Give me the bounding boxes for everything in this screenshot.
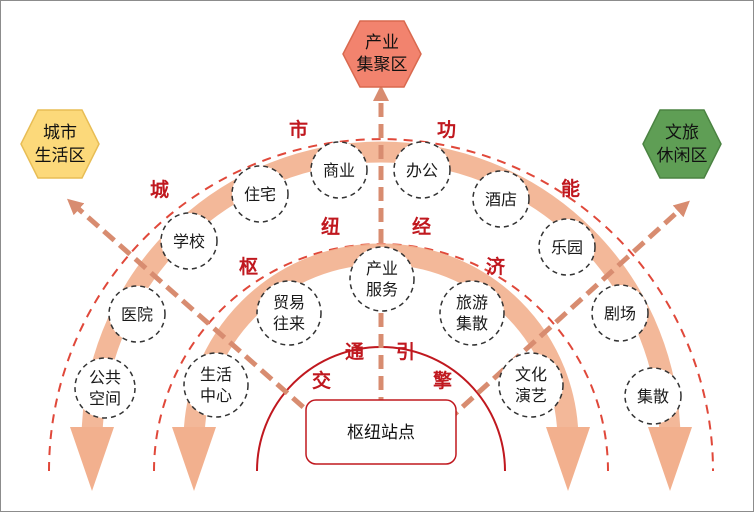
svg-text:旅游: 旅游 — [456, 293, 488, 312]
ring-label-transport-engine: 交 通 引 擎 — [312, 341, 452, 392]
hub-station: 枢纽站点 — [305, 399, 457, 465]
outer-node-theater: 剧场 — [591, 284, 649, 342]
ring-label-char: 济 — [486, 255, 506, 278]
outer-node-public-space: 公共 空间 — [74, 357, 136, 419]
ring-label-char: 经 — [412, 215, 431, 238]
zone-tourism-line2: 休闲区 — [657, 146, 708, 166]
ring-label-char: 城 — [150, 178, 169, 201]
zone-industry-line1: 产业 — [365, 33, 399, 53]
outer-dashed-arc — [48, 138, 714, 472]
middle-node-tourism-distribution: 旅游 集散 — [439, 280, 505, 346]
middle-node-trade: 贸易 往来 — [256, 280, 322, 346]
outer-band-left-arrowhead — [70, 427, 114, 491]
outer-node-commerce: 商业 — [310, 141, 368, 199]
outer-node-school: 学校 — [160, 212, 218, 270]
zone-tourism-line1: 文旅 — [665, 123, 699, 143]
arrow-to-tourism — [445, 200, 690, 423]
ring-label-char: 纽 — [321, 215, 340, 238]
middle-node-industry-service: 产业 服务 — [349, 246, 415, 312]
zone-tourism: 文旅 休闲区 — [642, 109, 722, 179]
outer-node-park: 乐园 — [538, 218, 596, 276]
ring-label-char: 功 — [437, 119, 456, 141]
ring-label-char: 枢 — [239, 256, 258, 278]
middle-node-life-center: 生活 中心 — [183, 352, 249, 418]
zone-industry: 产业 集聚区 — [342, 20, 422, 88]
svg-text:生活: 生活 — [200, 365, 232, 384]
ring-label-hub-economy: 枢 纽 经 济 — [239, 215, 506, 278]
svg-text:集散: 集散 — [637, 387, 669, 406]
hub-station-label: 枢纽站点 — [347, 423, 415, 443]
svg-text:住宅: 住宅 — [244, 185, 276, 204]
svg-text:中心: 中心 — [200, 386, 232, 405]
ring-label-char: 交 — [312, 369, 331, 392]
outer-node-distribution: 集散 — [624, 367, 682, 425]
svg-text:学校: 学校 — [173, 232, 205, 251]
zone-city-line1: 城市 — [43, 123, 77, 143]
outer-node-hospital: 医院 — [108, 285, 166, 343]
ring-label-char: 通 — [345, 341, 365, 363]
outer-node-office: 办公 — [393, 141, 451, 199]
inner-band-left-arrowhead — [172, 427, 216, 491]
svg-text:空间: 空间 — [89, 389, 121, 408]
outer-node-residence: 住宅 — [231, 165, 289, 223]
svg-text:文化: 文化 — [515, 365, 547, 384]
zone-city-line2: 生活区 — [35, 146, 86, 166]
svg-text:剧场: 剧场 — [604, 304, 636, 323]
inner-band-right-arrowhead — [546, 427, 590, 491]
ring-label-char: 引 — [396, 341, 415, 363]
ring-label-char: 能 — [561, 177, 580, 200]
arrow-to-city — [67, 198, 321, 423]
zone-industry-line2: 集聚区 — [357, 55, 408, 75]
svg-text:集散: 集散 — [456, 314, 488, 333]
svg-text:医院: 医院 — [121, 305, 153, 324]
svg-text:往来: 往来 — [273, 314, 305, 333]
outer-band-right-arrowhead — [648, 427, 692, 491]
svg-text:商业: 商业 — [323, 161, 355, 180]
svg-text:乐园: 乐园 — [551, 238, 583, 257]
ring-label-city-function: 城 市 功 能 — [150, 118, 580, 201]
svg-text:公共: 公共 — [89, 368, 121, 387]
svg-text:贸易: 贸易 — [273, 293, 305, 312]
ring-label-char: 擎 — [433, 369, 452, 392]
ring-label-char: 市 — [289, 118, 308, 141]
outer-node-hotel: 酒店 — [472, 170, 530, 228]
svg-text:办公: 办公 — [406, 161, 438, 180]
zone-city: 城市 生活区 — [20, 109, 100, 179]
svg-text:产业: 产业 — [366, 259, 398, 278]
svg-text:演艺: 演艺 — [515, 386, 547, 405]
svg-text:服务: 服务 — [366, 280, 398, 299]
middle-node-culture-performance: 文化 演艺 — [498, 352, 564, 418]
svg-text:酒店: 酒店 — [485, 190, 517, 209]
